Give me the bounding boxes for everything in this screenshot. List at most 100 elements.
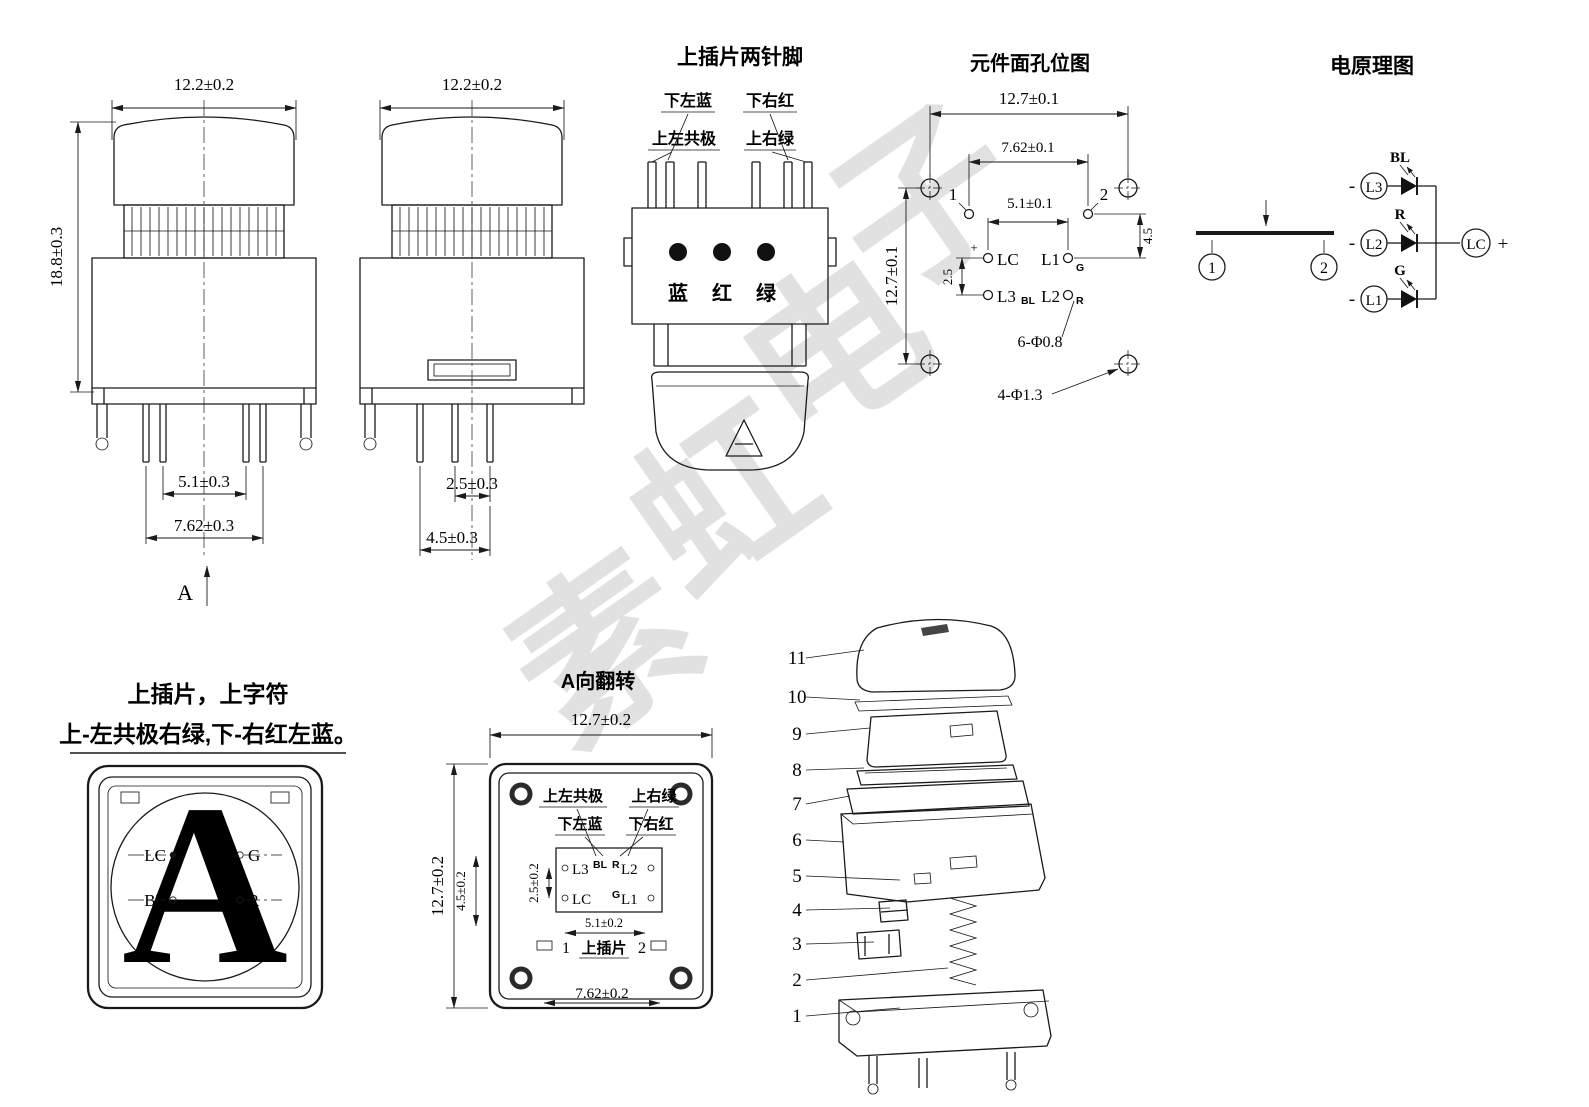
part-number-11: 11: [788, 648, 806, 669]
face-note-2: 上-左共极右绿,下-右红左蓝。: [59, 721, 357, 747]
straight-pins: [142, 404, 267, 463]
base-boss: [1023, 1002, 1039, 1018]
view-title: 上插片两针脚: [677, 45, 803, 69]
base-hook-loop: [1005, 1079, 1017, 1091]
hook-pin-loop: [95, 437, 109, 451]
label-underlines: [648, 111, 797, 151]
part-base: [838, 989, 1052, 1057]
g-pin-dot: [236, 851, 244, 859]
bl-label: BL: [144, 891, 166, 910]
part-number-8: 8: [792, 760, 802, 781]
minus-sign: -: [1349, 233, 1355, 254]
dim-row-gap: 2.5±0.2: [526, 863, 541, 903]
part-number-4: 4: [792, 900, 802, 921]
led-emission-arrows: [1399, 165, 1416, 178]
led-hole-l2: [1062, 289, 1074, 301]
part-number-2: 2: [792, 970, 802, 991]
dim-insert-pitch: 7.62±0.1: [1001, 140, 1054, 156]
dim-led-pitch: 5.1±0.2: [585, 916, 623, 930]
exploded-view: 11 10 9 8 7 6 5 4 3 2 1: [788, 618, 1052, 1095]
l1-label: L1: [1041, 250, 1060, 269]
insert-hole-1: [963, 208, 975, 220]
lc-node: [1461, 228, 1491, 258]
button-face-view: 上插片，上字符 上-左共极右绿,下-右红左蓝。 A LC G BL R: [59, 681, 357, 1012]
lc-pin-dot: [169, 851, 177, 859]
extension-lines: [70, 100, 297, 393]
base-pins: [868, 1052, 1016, 1088]
mount-hole: [669, 782, 693, 806]
base-boss: [845, 1010, 861, 1026]
dim-width: 12.2±0.2: [174, 75, 234, 94]
hole-number-leaders: [958, 202, 1099, 211]
tab1-number: 1: [562, 940, 570, 957]
face-outer-frame: [86, 764, 324, 1010]
minus-sign: -: [1349, 289, 1355, 310]
l3-label: L3: [997, 287, 1016, 306]
led-green-label: 绿: [756, 281, 777, 305]
part-retainer-ring: [856, 764, 1018, 786]
bl-label: BL: [1021, 295, 1036, 307]
part-number-3: 3: [792, 934, 802, 955]
label-upper-right: 上右绿: [746, 129, 795, 148]
red-led-dot: [713, 243, 731, 261]
dim-height: 12.7±0.1: [882, 246, 901, 306]
front-view: 12.2±0.2 18.8±0.3 5.1±0.3 7.62±0.3 A: [47, 75, 317, 606]
contact2-label: 2: [1320, 260, 1328, 277]
extension-lines: [929, 106, 1129, 177]
led-hole-l1: [1062, 252, 1074, 264]
label-lower-right: 下右红: [628, 815, 673, 833]
collar-ribs: [124, 207, 284, 256]
part-legend-plate: [854, 695, 1013, 712]
part-number-10: 10: [788, 687, 807, 708]
minus-sign: -: [1349, 176, 1355, 197]
dim-width: 12.7±0.2: [571, 710, 631, 729]
view-title: 电原理图: [1330, 55, 1414, 78]
pin-hole: [647, 894, 655, 902]
plus-sign: +: [1498, 234, 1509, 255]
g-label: G: [612, 889, 620, 901]
r-pin-dot: [236, 896, 244, 904]
view-arrow-label: A: [177, 580, 193, 605]
pin-detail-view: 上插片两针脚 下左蓝 下右红 上左共极 上右绿 蓝 红 绿: [623, 45, 837, 471]
contact1-node: [1198, 253, 1226, 281]
part-spring: [948, 897, 978, 986]
label-upper-left: 上左共极: [543, 787, 604, 805]
led-red-label: 红: [712, 281, 732, 305]
hole1-number: 1: [949, 185, 958, 204]
side-tabs: [623, 237, 837, 267]
pin-hole: [561, 864, 569, 872]
diffuser-slot: [949, 723, 974, 738]
bl-pin-dot: [169, 896, 177, 904]
view-title: A向翻转: [561, 669, 635, 693]
extension-lines: [1074, 213, 1146, 259]
contact2-node: [1310, 253, 1338, 281]
flipped-view: A向翻转 12.7±0.2 上左共极 上右绿 下左蓝 下右红 L3 BL R L…: [428, 669, 714, 1010]
l2-label: L2: [1366, 237, 1383, 253]
base-hook-loop: [867, 1083, 879, 1095]
base-inner-frame: [498, 772, 704, 1000]
r-label: R: [248, 891, 260, 910]
face-circle: [110, 792, 300, 982]
index-tab: [120, 791, 140, 804]
l1-label: L1: [1366, 293, 1383, 309]
part-slider: [878, 899, 909, 923]
mount-hole: [509, 782, 533, 806]
r-label: R: [612, 859, 620, 871]
corner-hole-crosshairs: [916, 174, 1142, 378]
common-bus: [1435, 186, 1460, 299]
blue-led-dot: [669, 243, 687, 261]
hook-pin: [364, 404, 376, 438]
part-number-1: 1: [792, 1006, 802, 1027]
label-lower-left: 下左蓝: [664, 91, 712, 110]
l2-label: L2: [621, 862, 638, 878]
pin-ext-lines: [145, 466, 264, 544]
contact-stems: [1211, 240, 1325, 253]
top-pins: [647, 161, 813, 208]
insert-tab: [536, 940, 553, 951]
led-hole-lc: [982, 252, 994, 264]
keycap-outline: [381, 116, 563, 206]
part-contact-bracket: [856, 929, 902, 960]
keycap-bottom: [651, 371, 809, 471]
base-outer-frame: [488, 762, 714, 1010]
